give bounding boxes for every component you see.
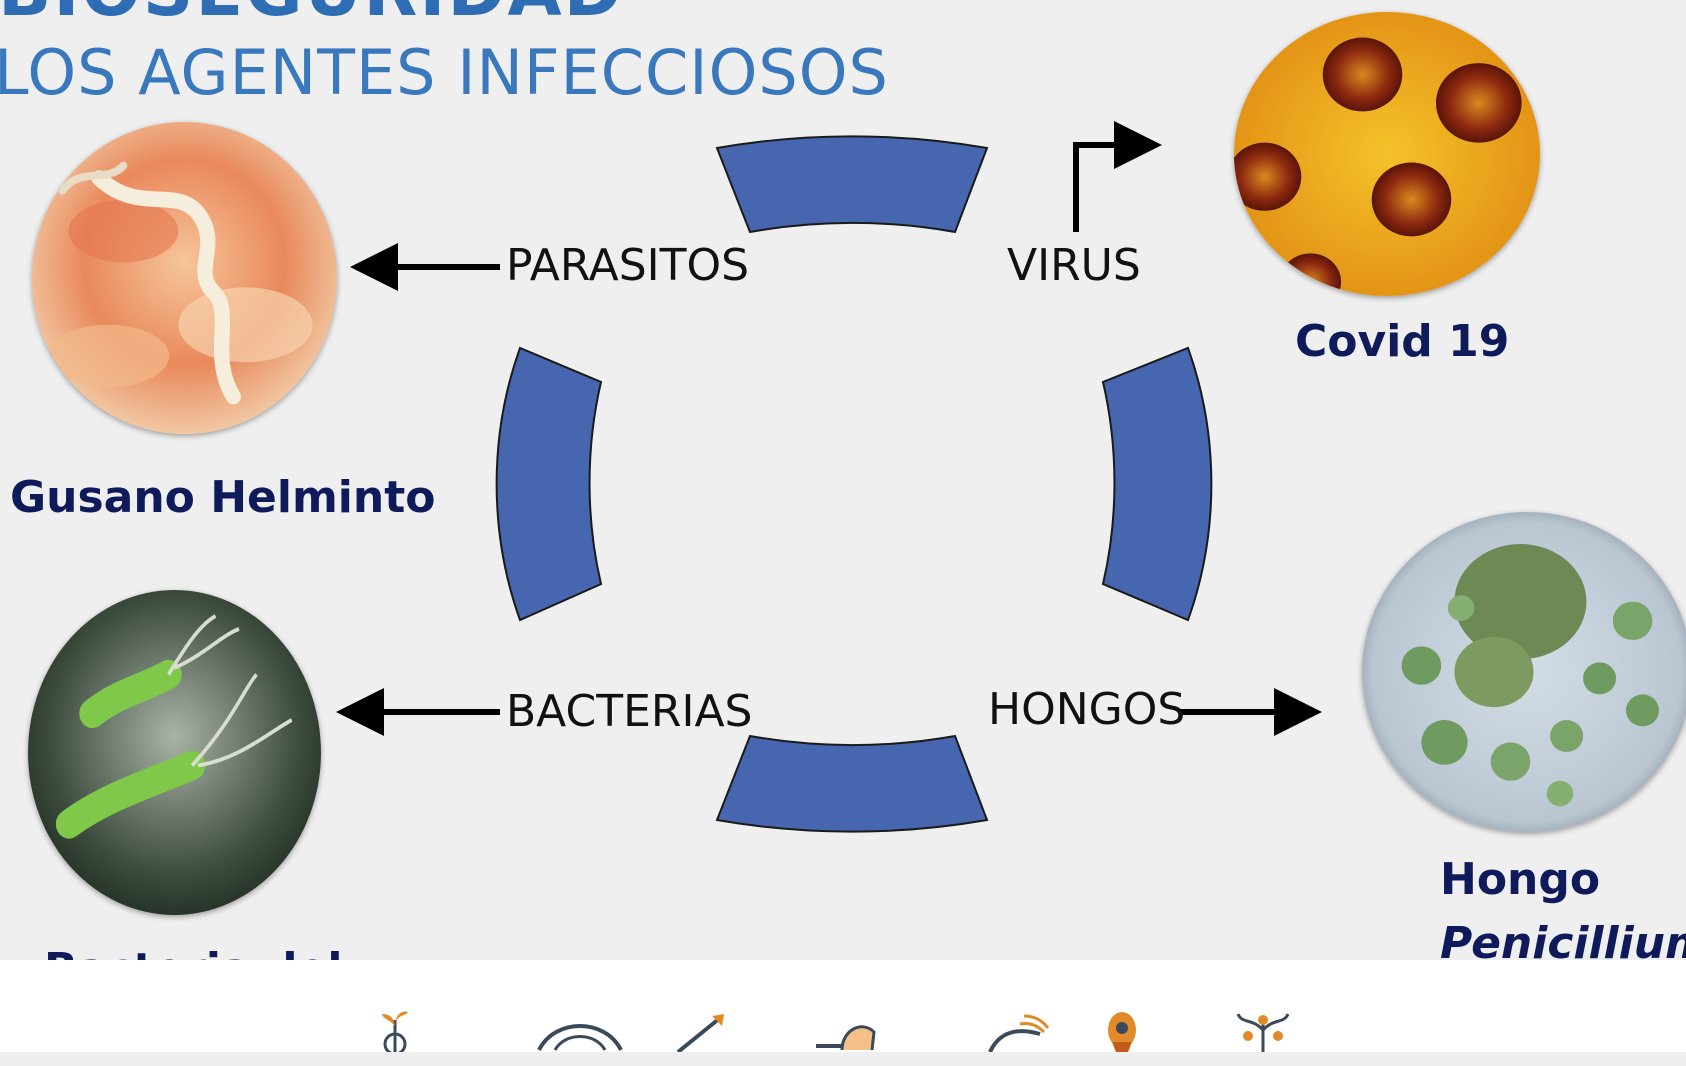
page-title: BIOSEGURIDAD [0, 0, 624, 32]
cholera-bacteria-image [28, 590, 321, 915]
footer-strip [0, 960, 1686, 1052]
caption-helminto: Gusano Helminto [10, 472, 436, 523]
cycle-segment-bottom [715, 734, 989, 833]
signal-icon [988, 1014, 1050, 1052]
covid-virus-image [1234, 12, 1540, 296]
node-label-bacterias: BACTERIAS [506, 686, 753, 737]
penicillium-fungus-image [1362, 512, 1686, 832]
page-subtitle: LOS AGENTES INFECCIOSOS [0, 36, 889, 109]
arrow-virus [1073, 121, 1162, 232]
cycle-segment-left [495, 346, 603, 622]
growth-arrow-icon [676, 1014, 724, 1052]
plant-icon [382, 1011, 408, 1052]
node-label-hongos: HONGOS [988, 684, 1186, 735]
node-label-virus: VIRUS [1007, 240, 1141, 291]
cycle-segment-top [715, 135, 989, 234]
flower-icon [1236, 1013, 1290, 1052]
rocket-icon [1108, 1012, 1136, 1052]
helminth-worm-image [32, 122, 337, 434]
hand-icon [816, 1025, 876, 1051]
caption-covid: Covid 19 [1295, 316, 1510, 367]
eye-icon [537, 1024, 623, 1051]
cycle-segment-right [1101, 346, 1213, 622]
node-label-parasitos: PARASITOS [506, 240, 750, 291]
